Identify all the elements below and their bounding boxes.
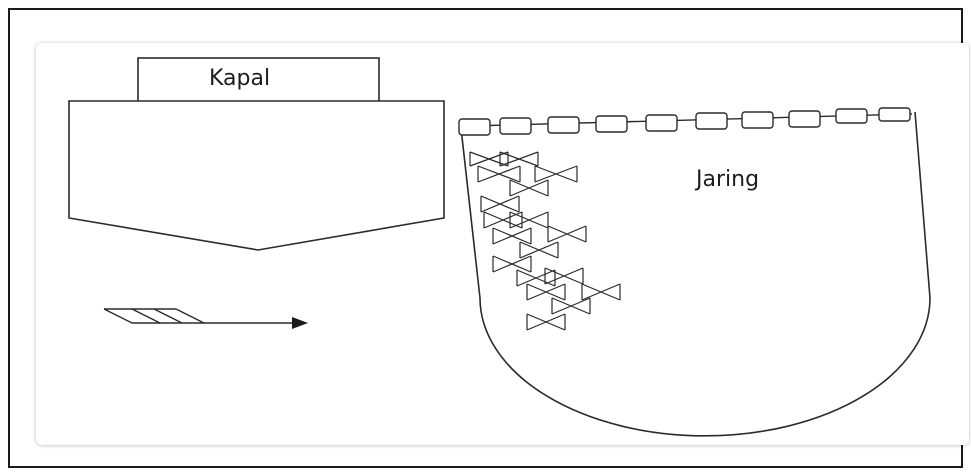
fish-mark [581,283,621,301]
current-direction-arrow-icon [103,308,292,324]
ship-label: Kapal [209,66,270,91]
float [547,116,580,134]
float [788,110,821,128]
ship-cabin [137,57,380,103]
float [458,118,491,136]
float [499,117,532,135]
fish-mark [499,151,539,167]
fish-mark [551,297,591,315]
fish-mark [519,241,559,259]
fish-mark [509,211,549,229]
float [595,115,628,133]
fish-mark [492,227,532,245]
float-line [458,107,913,136]
float [741,111,774,129]
fish-mark [477,165,521,183]
ship [68,57,445,251]
fish-mark [526,283,566,301]
fish-mark [534,165,578,183]
arrow-head [292,317,308,329]
float [645,114,678,132]
fish-mark [480,195,520,213]
fish-mark [544,267,584,285]
fish-school [469,151,621,331]
fish-mark [469,151,509,167]
ship-hull [68,100,445,251]
net-outline [460,111,931,437]
fish-mark [492,255,532,273]
float [835,108,868,124]
fish-mark [483,211,523,229]
fish-mark [526,313,566,331]
net-label: Jaring [694,167,759,192]
float [695,112,728,130]
fish-mark [516,269,556,287]
fish-mark [547,225,587,243]
float [878,107,911,122]
fish-mark [509,179,549,197]
